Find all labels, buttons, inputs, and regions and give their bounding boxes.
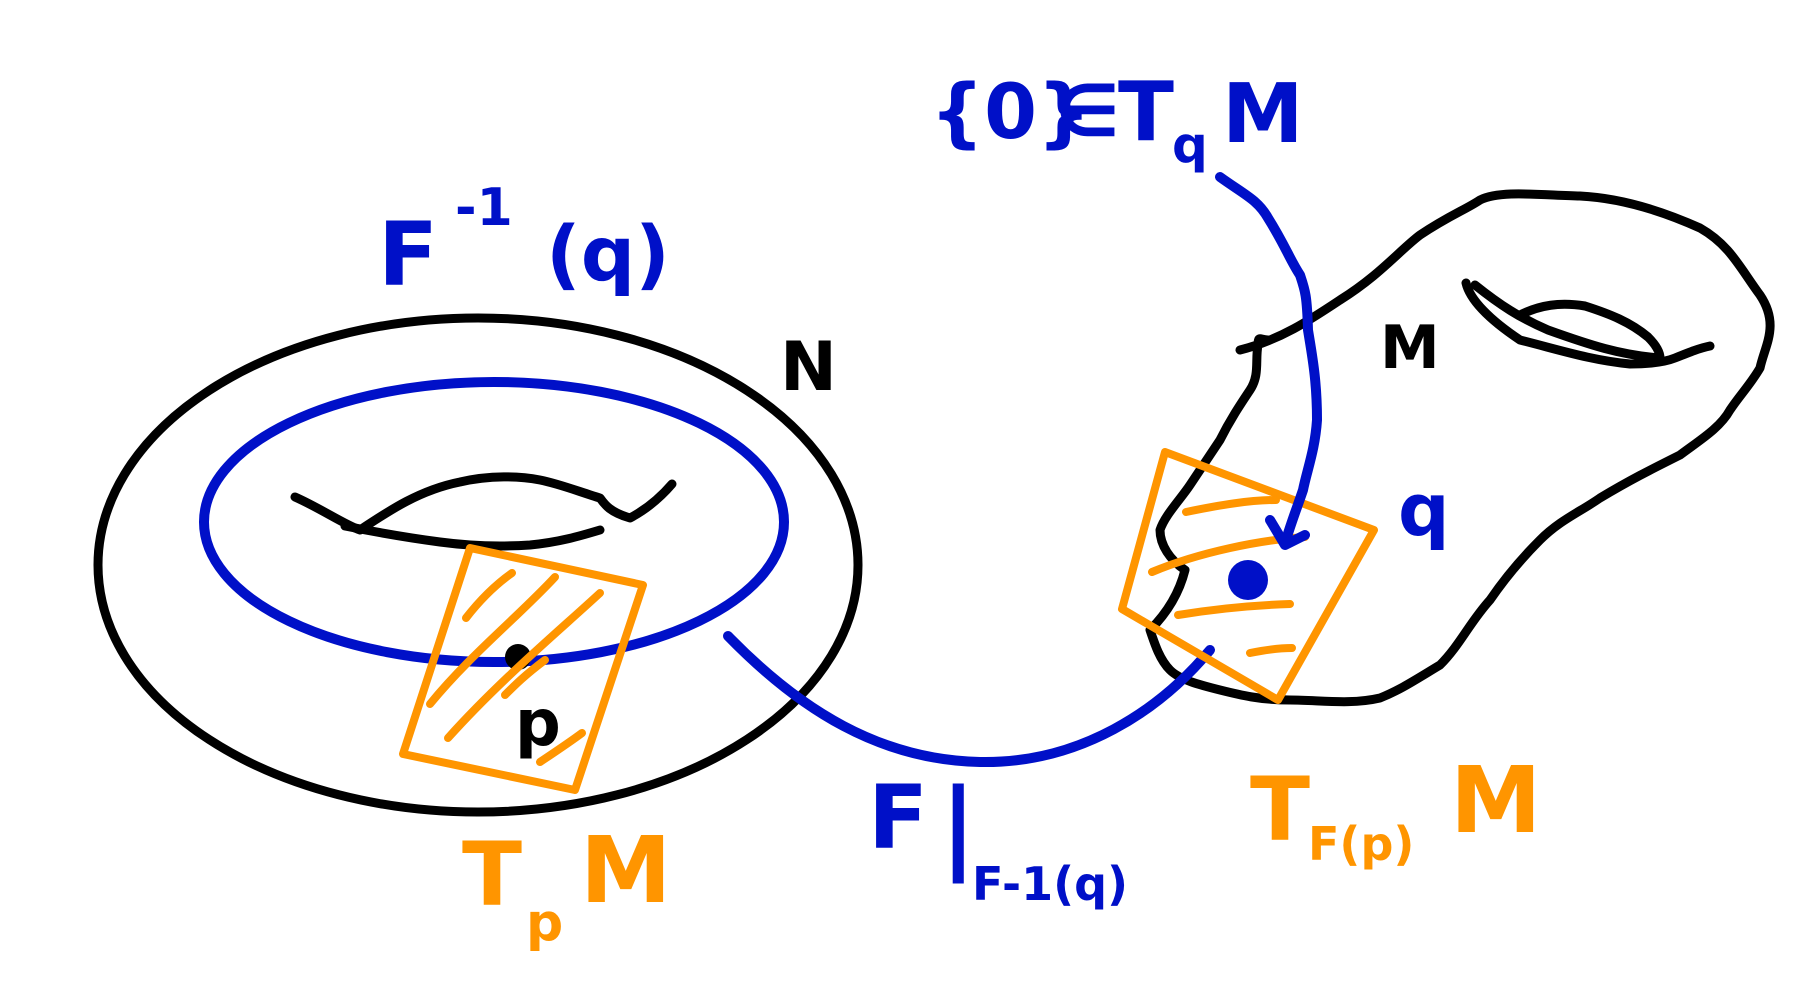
tangent-plane-p-frame (399, 544, 647, 794)
tangent-plane-p (399, 544, 647, 794)
label-zero-M: M (1222, 67, 1304, 162)
label-tangent-Fp-T: T (1250, 758, 1310, 861)
tangent-plane-Fp (1118, 448, 1378, 704)
label-tangent-Fp-sub: F(p) (1308, 817, 1414, 871)
torus-hole-bottom (340, 521, 605, 551)
label-tangent-p-M: M (580, 817, 672, 924)
label-zero-T: T (1118, 65, 1174, 160)
label-tangent-Fp: T F(p) M (1250, 747, 1542, 871)
label-tangent-p-sub: p (526, 893, 563, 953)
restriction-map-curve (723, 631, 1215, 768)
tangent-plane-Fp-frame (1118, 448, 1378, 704)
manifold-M-hole-top (1470, 280, 1665, 363)
label-restriction-F: F (868, 766, 928, 869)
label-zero-in-tangent: {0} ∈ T q M (930, 65, 1304, 174)
label-preimage: F -1 (q) (378, 178, 670, 306)
torus-N (93, 313, 863, 817)
label-restriction-sub: F-1(q) (972, 857, 1128, 911)
zero-vector-arrowhead (1265, 515, 1310, 550)
tangent-plane-p-hatch (426, 569, 604, 766)
label-p: p (515, 687, 561, 761)
zero-vector-arrow (1215, 172, 1322, 545)
label-tangent-p-T: T (462, 823, 522, 926)
manifold-M-outline (1145, 189, 1775, 707)
preimage-curve (199, 377, 789, 667)
label-preimage-sup: -1 (455, 178, 513, 238)
tangent-plane-Fp-hatch (1148, 496, 1309, 657)
label-zero-in: ∈ (1055, 69, 1120, 153)
label-q: q (1398, 468, 1450, 552)
label-N: N (780, 328, 837, 407)
torus-hole-top (290, 472, 677, 535)
point-q (1228, 560, 1268, 600)
label-zero-sub: q (1172, 116, 1208, 174)
manifold-M-hole-bottom (1461, 278, 1715, 369)
label-tangent-Fp-M: M (1450, 747, 1542, 854)
torus-outer-outline (93, 313, 863, 817)
label-preimage-name: F (378, 203, 438, 306)
label-restriction-bar: | (940, 767, 977, 884)
label-M: M (1380, 313, 1440, 383)
label-restriction: F | F-1(q) (868, 766, 1128, 911)
label-tangent-p: T p M (462, 817, 672, 953)
manifold-M-hole (1461, 278, 1715, 369)
label-preimage-arg: (q) (546, 209, 670, 298)
label-zero-set: {0} (930, 67, 1091, 156)
